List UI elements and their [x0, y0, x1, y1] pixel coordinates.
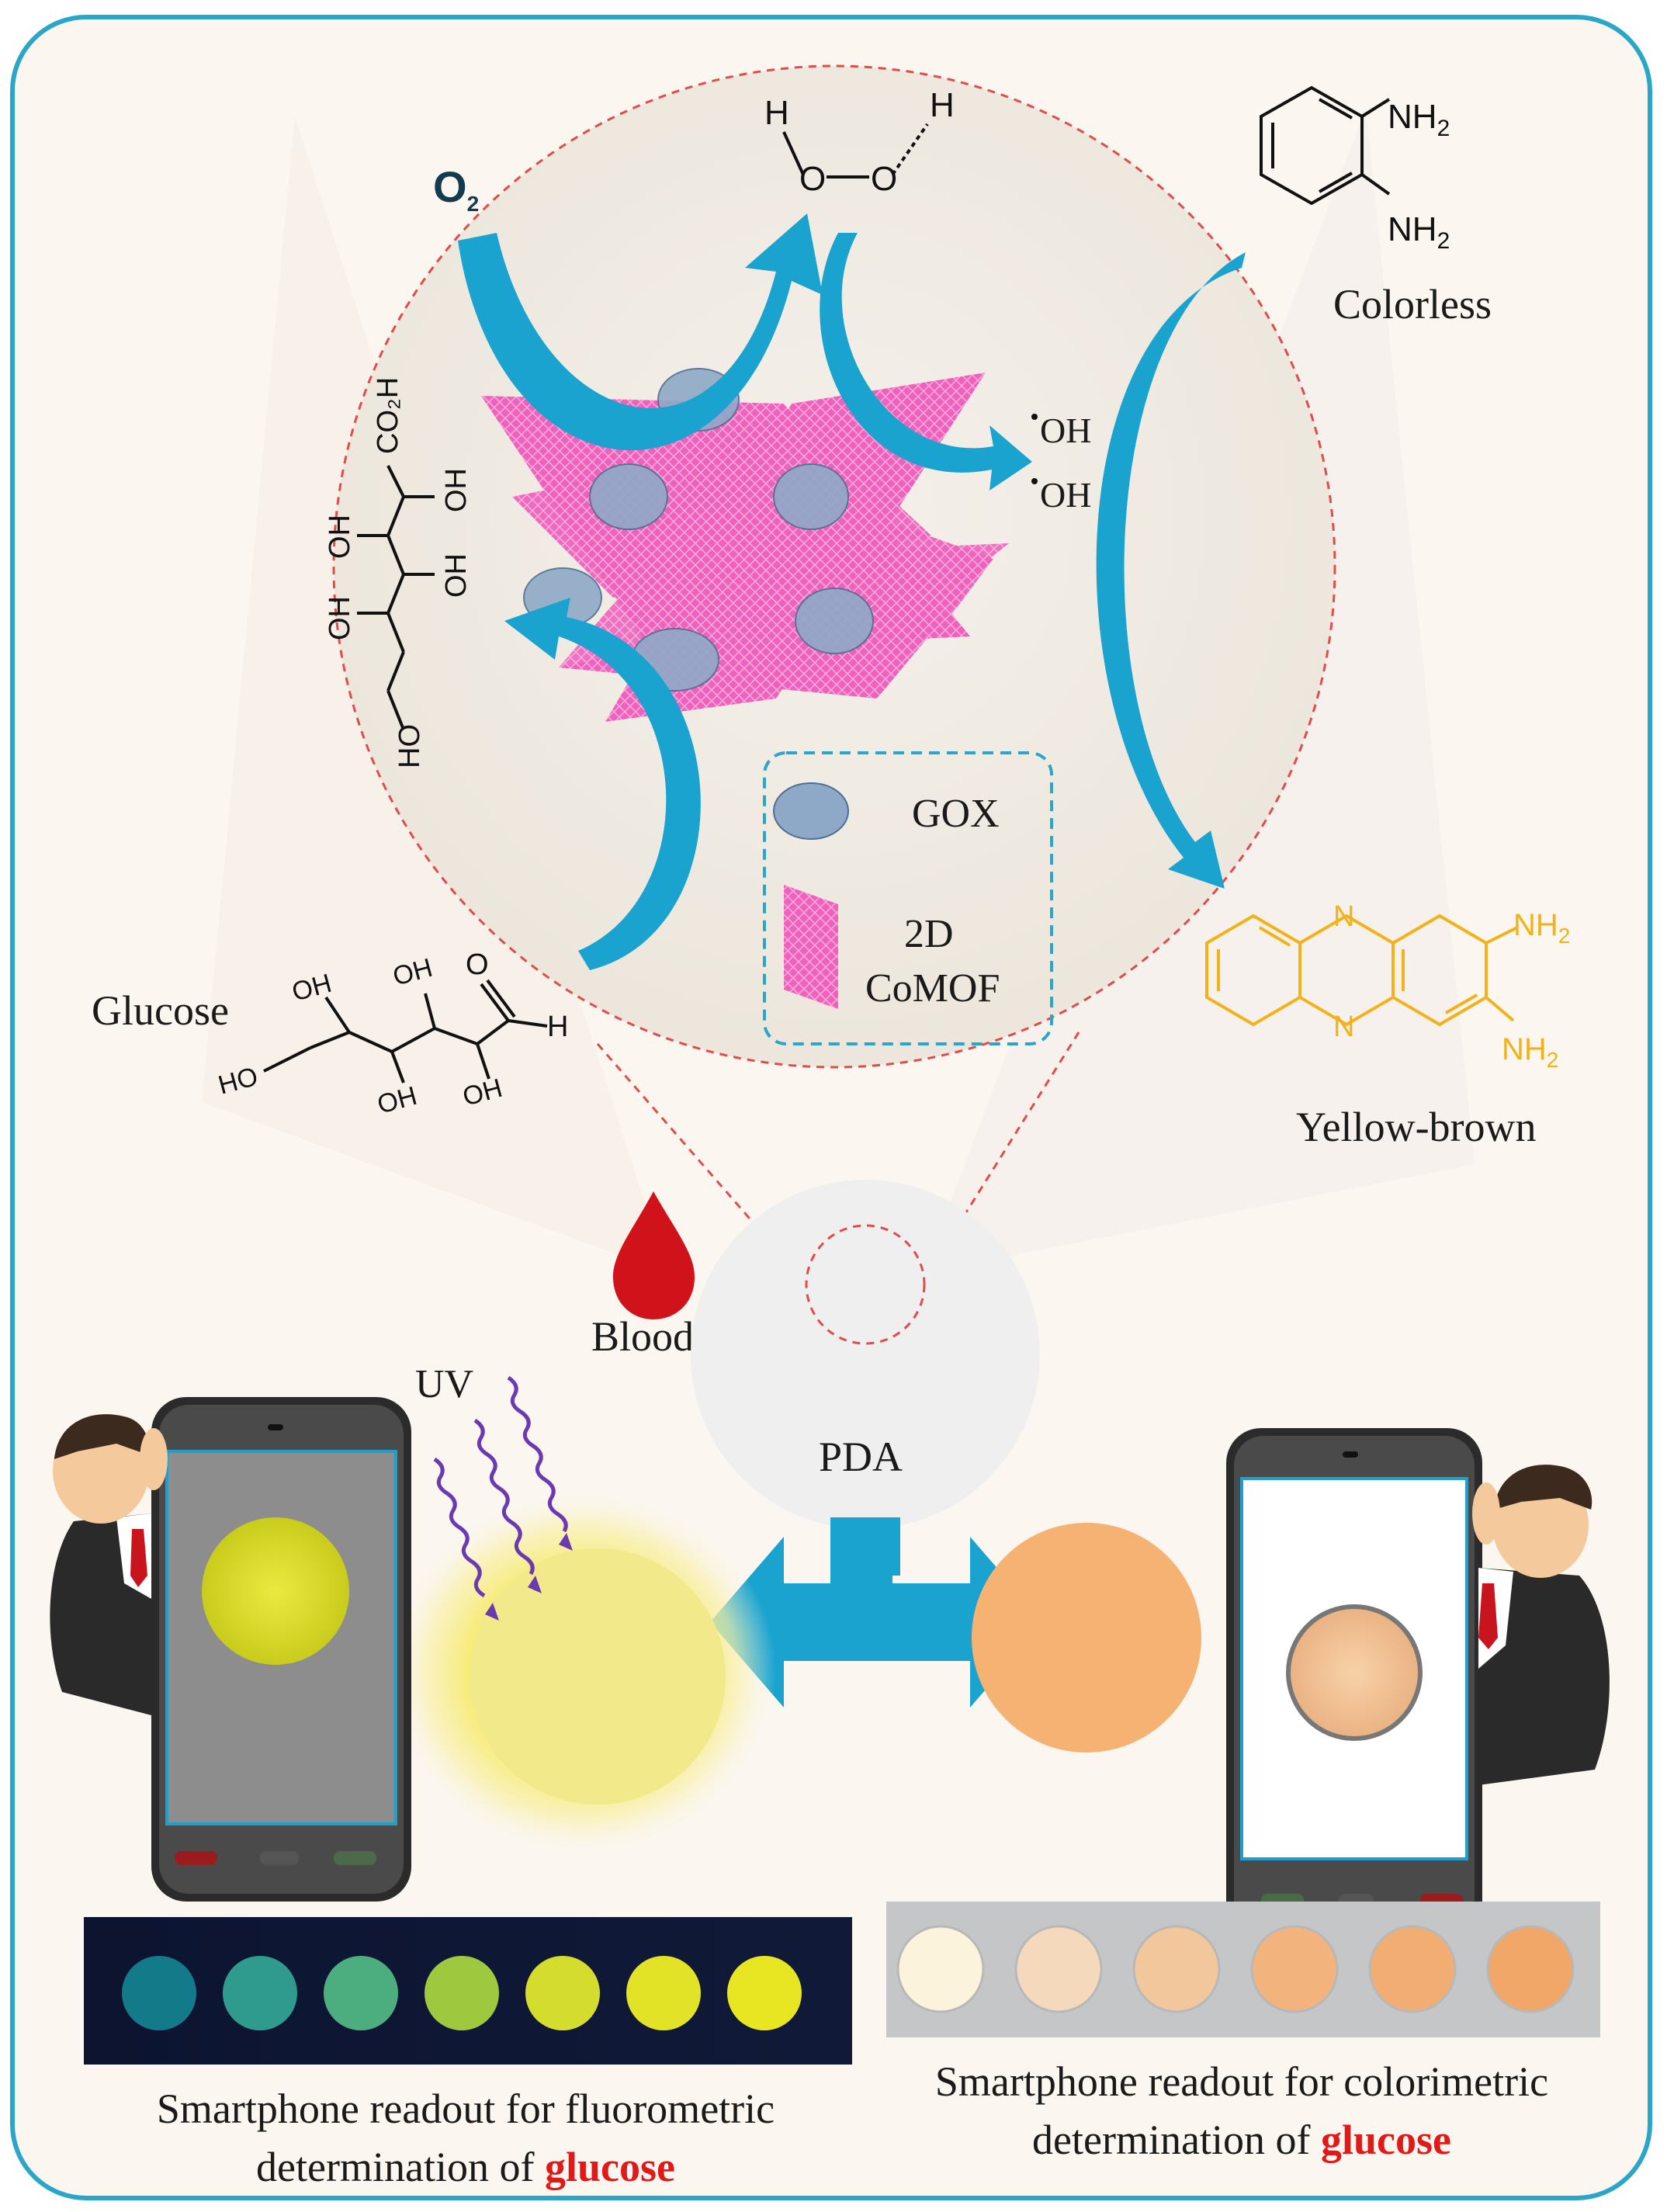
right-phone-spot: [1286, 1604, 1423, 1741]
legend-comof-line1: 2D: [904, 912, 954, 956]
fluorometric-spot: [324, 1956, 398, 2030]
opd-nh2-top: NH2: [1388, 98, 1450, 141]
gluconic-ho: HO: [393, 724, 426, 768]
o-right: O: [871, 160, 897, 198]
gluconic-acid-structure: CO₂H OH OH OH OH HO: [324, 377, 473, 768]
legend-box: GOX 2D CoMOF: [763, 751, 1053, 1045]
uv-label: UV: [415, 1362, 473, 1406]
colorimetric-spot: [1486, 1925, 1575, 2013]
fluorometric-spot: [122, 1956, 196, 2030]
colorless-label: Colorless: [1333, 281, 1492, 328]
pda-disk: [691, 1180, 1040, 1529]
reaction-arrows: [458, 213, 1246, 970]
colorimetric-spot: [1014, 1925, 1103, 2013]
colorimetric-spot: [1132, 1925, 1221, 2013]
caption-left-line2: determination of glucose: [256, 2144, 675, 2190]
fluorometric-spots: [122, 1956, 802, 2030]
gluconic-oh-2: OH: [324, 515, 356, 559]
fluorometric-spot: [727, 1956, 802, 2030]
left-businessman: [50, 1414, 168, 1715]
o-left: O: [799, 160, 826, 198]
hydroxyl-radicals: OH OH: [1031, 411, 1091, 515]
split-double-arrow: [710, 1517, 1044, 1708]
pda-zoom-spot: [805, 1224, 926, 1345]
yellow-brown-label: Yellow-brown: [1296, 1104, 1537, 1150]
left-phone-spot: [202, 1517, 349, 1665]
dap-n-top: N: [1333, 900, 1354, 933]
caption-left-line1: Smartphone readout for fluorometric: [157, 2085, 775, 2132]
legend-comof-icon: [784, 885, 838, 1009]
glucose-label: Glucose: [92, 987, 229, 1034]
legend-comof-line2: CoMOF: [865, 966, 1000, 1011]
fluorometric-spot: [223, 1956, 297, 2030]
gluconic-oh-1: OH: [440, 468, 473, 512]
dap-structure: [1205, 914, 1518, 1027]
h-left: H: [764, 94, 789, 132]
colorimetric-spot: [896, 1925, 985, 2013]
colorimetric-spot: [1250, 1925, 1339, 2013]
glucose-h: H: [547, 1011, 568, 1043]
dap-nh2-bottom: NH2: [1502, 1032, 1558, 1072]
caption-right-line1: Smartphone readout for colorimetric: [935, 2058, 1548, 2105]
colorimetric-disk: [972, 1523, 1201, 1753]
gluconic-co2h: CO₂H: [372, 377, 404, 454]
colorimetric-spot: [1368, 1925, 1457, 2013]
fluorometric-spot: [626, 1956, 701, 2030]
h2o2-to-oh-arrow: [820, 233, 1032, 491]
opd-nh2-bottom: NH2: [1388, 210, 1450, 254]
right-businessman: [1472, 1465, 1610, 1785]
left-smartphone: [151, 1397, 411, 1902]
dap-n-bottom: N: [1333, 1011, 1354, 1043]
gluconic-oh-4: OH: [324, 596, 356, 640]
opd-to-product-arrow: [1096, 252, 1246, 889]
blood-label: Blood: [591, 1313, 694, 1360]
opd-structure: [1260, 85, 1391, 206]
blood-drop-icon: [613, 1191, 695, 1319]
legend-gox-label: GOX: [912, 792, 1000, 836]
h-right: H: [930, 86, 955, 124]
right-smartphone: [1226, 1428, 1482, 1948]
oh-radical-1: OH: [1040, 411, 1091, 450]
uv-waves-icon: [433, 1375, 573, 1621]
dap-nh2-top: NH2: [1513, 908, 1570, 948]
colorimetric-spots: [896, 1925, 1575, 2013]
gluconic-oh-3: OH: [440, 553, 473, 598]
o2-label: O2: [433, 162, 479, 216]
glucose-structure: O H HO OH OH OH OH: [215, 948, 568, 1120]
glucose-to-gluconic-arrow: [504, 598, 701, 970]
pda-label: PDA: [819, 1434, 903, 1480]
fluorometric-spot: [425, 1956, 499, 2030]
oh-radical-2: OH: [1040, 475, 1091, 515]
colorimetric-strip: [886, 1902, 1600, 2037]
hydrogen-peroxide-structure: H H O O: [764, 86, 955, 198]
fluorescent-disk: [470, 1548, 726, 1805]
fluorometric-spot: [525, 1956, 600, 2030]
glucose-o: O: [466, 948, 489, 981]
o2-to-h2o2-arrow: [458, 213, 823, 451]
caption-right-line2: determination of glucose: [1032, 2117, 1451, 2163]
legend-gox-icon: [773, 782, 849, 840]
